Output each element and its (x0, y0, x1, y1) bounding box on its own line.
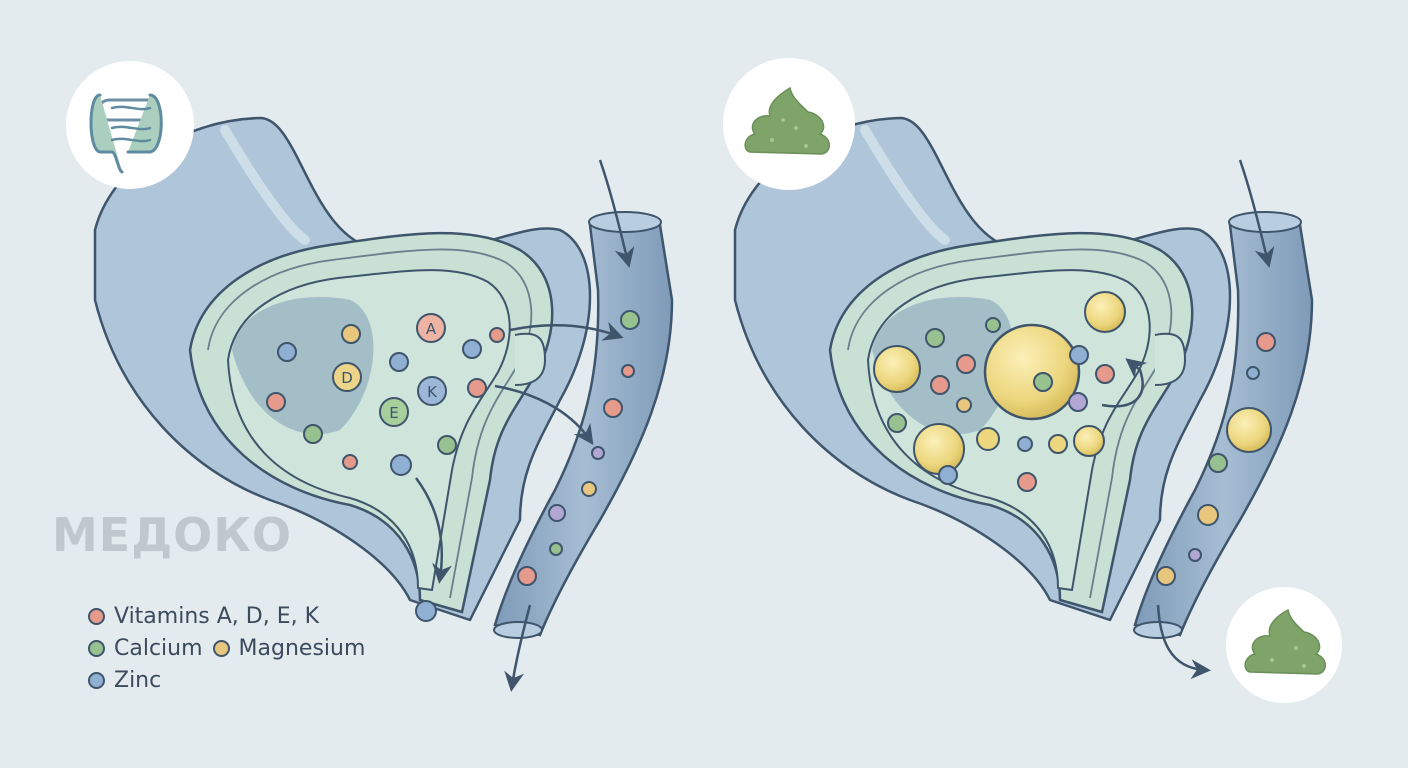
vitamin-k: K (417, 376, 447, 406)
nutrient-particle (548, 504, 566, 522)
fat-droplet (1226, 407, 1272, 453)
nutrient-particle (1033, 372, 1053, 392)
nutrient-particle (887, 413, 907, 433)
nutrient-particle (489, 327, 505, 343)
nutrient-particle (1197, 504, 1219, 526)
blocked-absorption-arrow (1101, 358, 1148, 408)
nutrient-particle (956, 354, 976, 374)
vitamin-a-label: A (426, 320, 437, 338)
absorption-arrow (509, 321, 624, 341)
vitamin-d-label: D (341, 369, 353, 387)
nutrient-particle (1188, 548, 1202, 562)
vitamin-d: D (332, 362, 362, 392)
nutrient-particles (887, 317, 1276, 586)
nutrient-particle (266, 392, 286, 412)
watermark-logo: МЕДОКО (52, 508, 292, 562)
legend-swatch (88, 607, 105, 625)
nutrient-particle (938, 465, 958, 485)
intestine-icon (66, 61, 194, 189)
vitamin-a: A (416, 313, 446, 343)
legend: Vitamins A, D, E, K Calcium Magnesium Zi… (88, 600, 375, 696)
nutrient-particle (985, 317, 1001, 333)
nutrient-particle (1208, 453, 1228, 473)
legend-swatch (88, 671, 105, 689)
legend-label: Zinc (114, 667, 162, 693)
legend-row: Vitamins A, D, E, K (88, 600, 375, 632)
nutrient-particle (277, 342, 297, 362)
fat-droplet (913, 423, 965, 475)
legend-label: Magnesium (238, 635, 366, 661)
nutrient-particle (591, 446, 605, 460)
legend-swatch (212, 639, 230, 657)
legend-row: Calcium Magnesium (88, 632, 375, 664)
nutrient-particle (621, 364, 635, 378)
vitamin-e: E (379, 397, 409, 427)
stool-icon (723, 58, 855, 190)
legend-item-magnesium: Magnesium (212, 635, 366, 661)
nutrient-particle (389, 352, 409, 372)
fat-droplet (873, 345, 921, 393)
right-panel-fat-malabsorption (723, 58, 1342, 703)
nutrient-particle (467, 378, 487, 398)
nutrient-particle (1156, 566, 1176, 586)
legend-label: Calcium (114, 635, 203, 661)
vitamin-e-label: E (389, 404, 398, 422)
nutrient-particle (549, 542, 563, 556)
nutrient-particle (620, 310, 640, 330)
legend-row: Zinc (88, 664, 375, 696)
nutrient-particle (390, 454, 412, 476)
absorption-arrow (494, 384, 594, 445)
stool-icon (1226, 587, 1342, 703)
legend-swatch (88, 639, 105, 657)
nutrient-particle (341, 324, 361, 344)
nutrient-particle (925, 328, 945, 348)
nutrient-particle (930, 375, 950, 395)
nutrient-particle (581, 481, 597, 497)
fat-droplet (1048, 434, 1068, 454)
nutrient-particle (1069, 345, 1089, 365)
nutrient-particle (603, 398, 623, 418)
fat-droplet (1084, 291, 1126, 333)
nutrient-particle (1068, 392, 1088, 412)
legend-item-zinc: Zinc (88, 668, 161, 693)
nutrient-particle (1017, 472, 1037, 492)
legend-item-vitamins: Vitamins A, D, E, K (88, 604, 319, 629)
excretion-arrow (414, 477, 452, 584)
nutrient-particle (437, 435, 457, 455)
nutrient-particle (1256, 332, 1276, 352)
fat-droplets (873, 291, 1272, 475)
nutrient-particle (1095, 364, 1115, 384)
blood-flow-arrow (598, 159, 635, 268)
nutrient-particles (266, 310, 640, 622)
blood-flow-arrow (504, 604, 532, 692)
nutrient-particle (342, 454, 358, 470)
fat-droplet (1073, 425, 1105, 457)
excretion-arrow (1156, 604, 1211, 680)
legend-label: Vitamins A, D, E, K (114, 603, 320, 629)
blood-vessel (1133, 216, 1314, 637)
nutrient-particle (303, 424, 323, 444)
nutrient-particle (517, 566, 537, 586)
nutrient-particle (462, 339, 482, 359)
nutrient-particle (1246, 366, 1260, 380)
legend-item-calcium: Calcium (88, 636, 203, 661)
fat-droplet (983, 323, 1081, 421)
nutrient-particle (1017, 436, 1033, 452)
fat-droplet (976, 427, 1000, 451)
vitamin-k-label: K (427, 383, 438, 401)
nutrient-particle (415, 600, 437, 622)
left-panel-normal-absorption: A D K E (66, 61, 674, 692)
blood-flow-arrow (1238, 159, 1275, 268)
nutrient-particle (956, 397, 972, 413)
